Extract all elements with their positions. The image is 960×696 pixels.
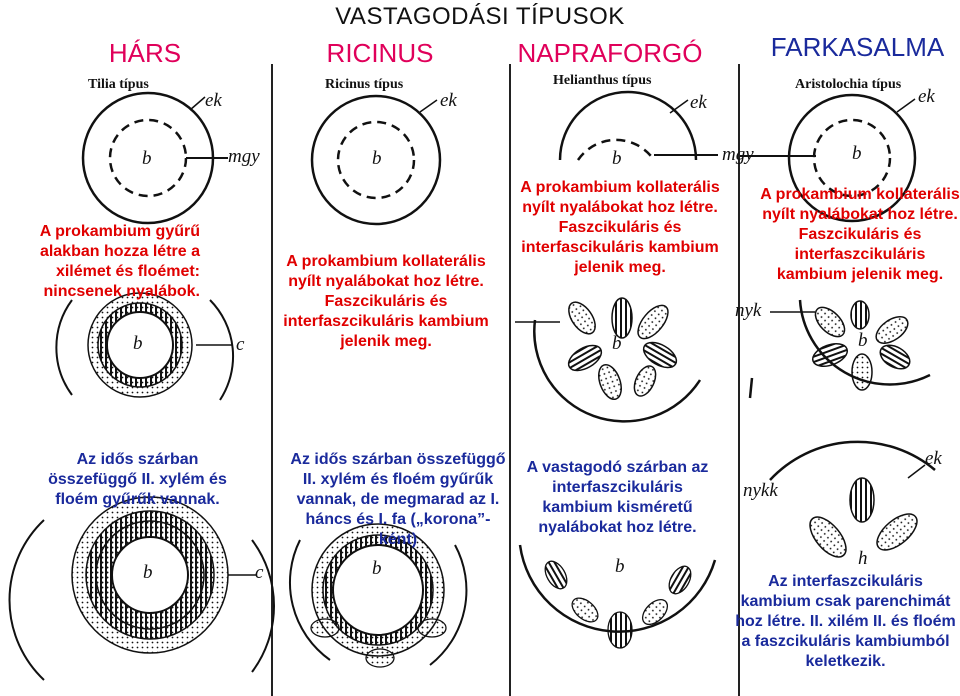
tilia-early-diagram [81,91,228,225]
note-ricinus-bottom: Az idős szárban összefüggő II. xylém és … [290,451,506,548]
divider-3 [738,64,740,696]
subtitle-helianthus: Helianthus típus [553,73,652,88]
note-hars-bottom: Az idős szárban összefüggő II. xylém és … [48,451,227,508]
note-napraforgo-bottom: A vastagodó szárban az interfaszcikulári… [526,459,709,536]
helianthus-old-diagram [518,544,717,649]
note-ricinus-top: A prokambium kollaterális nyílt nyalábok… [283,253,489,350]
label-b-tilia-secondary: b [133,333,143,354]
label-b-aristolochia-secondary: b [858,330,868,351]
heading-hars: HÁRS [108,38,182,68]
tilia-old-diagram [8,496,275,681]
ricinus-old-diagram [289,523,468,668]
label-b-tilia: b [142,148,152,169]
label-b-helianthus: b [612,148,622,169]
divider-2 [509,64,511,696]
label-nykk: nykk [743,480,778,501]
heading-napraforgo: NAPRAFORGÓ [517,38,703,68]
note-farkasalma-top: A prokambium kollaterális nyílt nyalábok… [760,186,960,283]
note-farkasalma-bottom: Az interfaszcikuláris kambium csak paren… [735,573,956,670]
subtitle-aristolochia: Aristolochia típus [795,77,902,92]
label-ek-aristolochia-old: ek [925,448,942,469]
aristolochia-old-diagram [769,440,936,558]
label-b-aristolochia: b [852,143,862,164]
page-title: VASTAGODÁSI TÍPUSOK [335,3,625,30]
helianthus-secondary-diagram [515,297,702,423]
heading-farkasalma: FARKASALMA [770,32,945,62]
note-napraforgo-top: A prokambium kollaterális nyílt nyalábok… [520,179,720,276]
label-b-helianthus-old: b [615,556,625,577]
subtitle-tilia: Tilia típus [88,77,149,92]
label-b-helianthus-secondary: b [612,333,622,354]
label-ek-tilia: ek [205,90,222,111]
label-ek-helianthus: ek [690,92,707,113]
label-ek-aristolochia: ek [918,86,935,107]
heading-ricinus: RICINUS [326,38,434,68]
label-b-ricinus: b [372,148,382,169]
label-c-tilia-old: c [255,562,264,583]
label-nyk: nyk [735,300,762,321]
ricinus-early-diagram [310,94,442,226]
label-ek-ricinus: ek [440,90,457,111]
tilia-secondary-diagram [55,292,235,401]
helianthus-early-diagram [558,90,718,161]
label-b-tilia-old: b [143,562,153,583]
note-hars-top: A prokambium gyűrű alakban hozza létre a… [39,223,200,300]
label-b-ricinus-old: b [372,558,382,579]
aristolochia-secondary-diagram [748,299,931,399]
label-mgy-tilia: mgy [228,146,260,167]
subtitle-ricinus: Ricinus típus [325,77,404,92]
label-mgy-aristolochia: mgy [722,144,754,165]
divider-1 [271,64,273,696]
label-c-tilia-secondary: c [236,334,245,355]
aristolochia-early-diagram [740,93,917,223]
label-h-aristolochia-old: h [858,548,868,569]
